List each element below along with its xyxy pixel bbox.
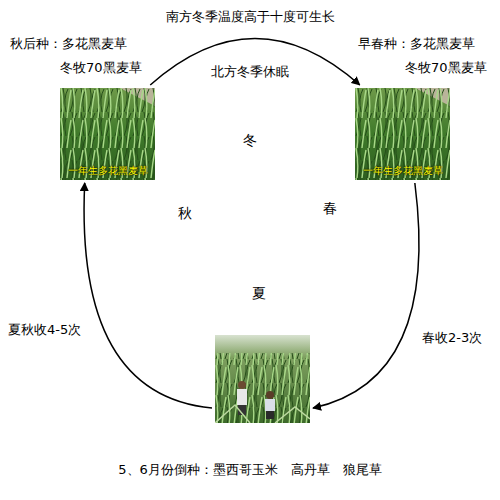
photo-node: 5、6月份倒种：墨西哥玉米 高丹草 狼尾草 <box>215 335 310 423</box>
edge-label: 南方冬季温度高于十度可生长 <box>164 9 337 25</box>
planting-note: 5、6月份倒种：墨西哥玉米 高丹草 狼尾草 <box>118 462 382 478</box>
planting-note: 秋后种：多花黑麦草 <box>10 36 127 52</box>
field-photo <box>215 335 310 423</box>
season-label: 秋 <box>178 205 192 221</box>
planting-note: 早春种：多花黑麦草 <box>358 36 475 52</box>
planting-note: 冬牧70黑麦草 <box>405 60 487 76</box>
planting-note: 冬牧70黑麦草 <box>60 60 142 76</box>
cycle-arrow <box>313 183 419 408</box>
season-label: 冬 <box>243 132 257 148</box>
cycle-arrow <box>150 39 360 86</box>
watermark-text: 一年生多花黑麦草 <box>363 165 443 177</box>
edge-label: 夏秋收4-5次 <box>6 322 83 338</box>
cycle-arrow <box>84 183 212 408</box>
season-label: 春 <box>323 200 337 216</box>
watermark-text: 一年生多花黑麦草 <box>68 165 148 177</box>
photo-node: 早春种：多花黑麦草冬牧70黑麦草一年生多花黑麦草 <box>355 88 450 180</box>
photo-node: 秋后种：多花黑麦草冬牧70黑麦草一年生多花黑麦草 <box>60 88 155 180</box>
region-note: 北方冬季休眠 <box>211 64 289 80</box>
edge-label: 春收2-3次 <box>420 330 484 346</box>
season-label: 夏 <box>252 285 266 301</box>
